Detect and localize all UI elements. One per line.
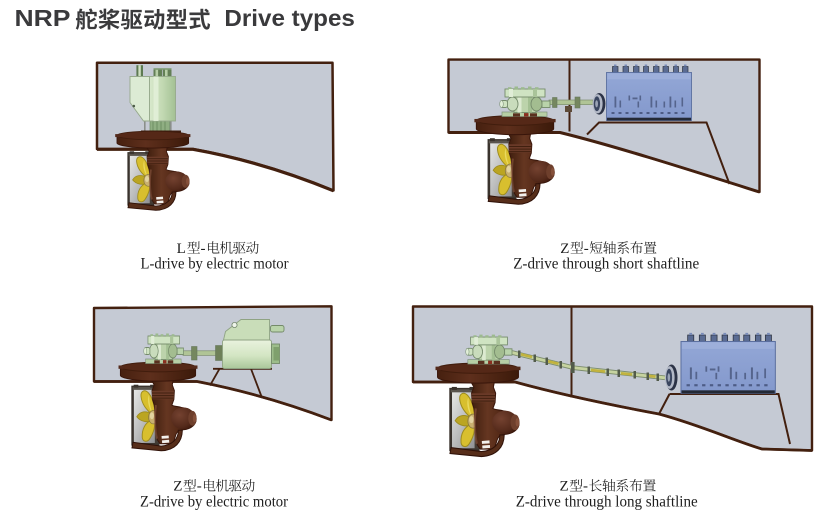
svg-text:-: -: [583, 479, 588, 495]
svg-text:-: -: [584, 241, 589, 257]
svg-text:NRP: NRP: [15, 5, 71, 31]
svg-text:L-drive by electric motor: L-drive by electric motor: [141, 254, 290, 272]
svg-text:Z: Z: [173, 479, 182, 495]
svg-text:Z-drive by electric motor: Z-drive by electric motor: [140, 493, 289, 511]
svg-text:Z-drive through long shaftline: Z-drive through long shaftline: [516, 493, 698, 511]
svg-text:-: -: [197, 479, 202, 495]
svg-text:Z: Z: [560, 479, 569, 495]
svg-text:-: -: [201, 241, 206, 257]
svg-text:L: L: [177, 241, 186, 257]
svg-text:Z: Z: [560, 241, 569, 257]
svg-text:Drive types: Drive types: [224, 5, 355, 31]
svg-text:Z-drive through short shaftlin: Z-drive through short shaftline: [513, 254, 699, 272]
